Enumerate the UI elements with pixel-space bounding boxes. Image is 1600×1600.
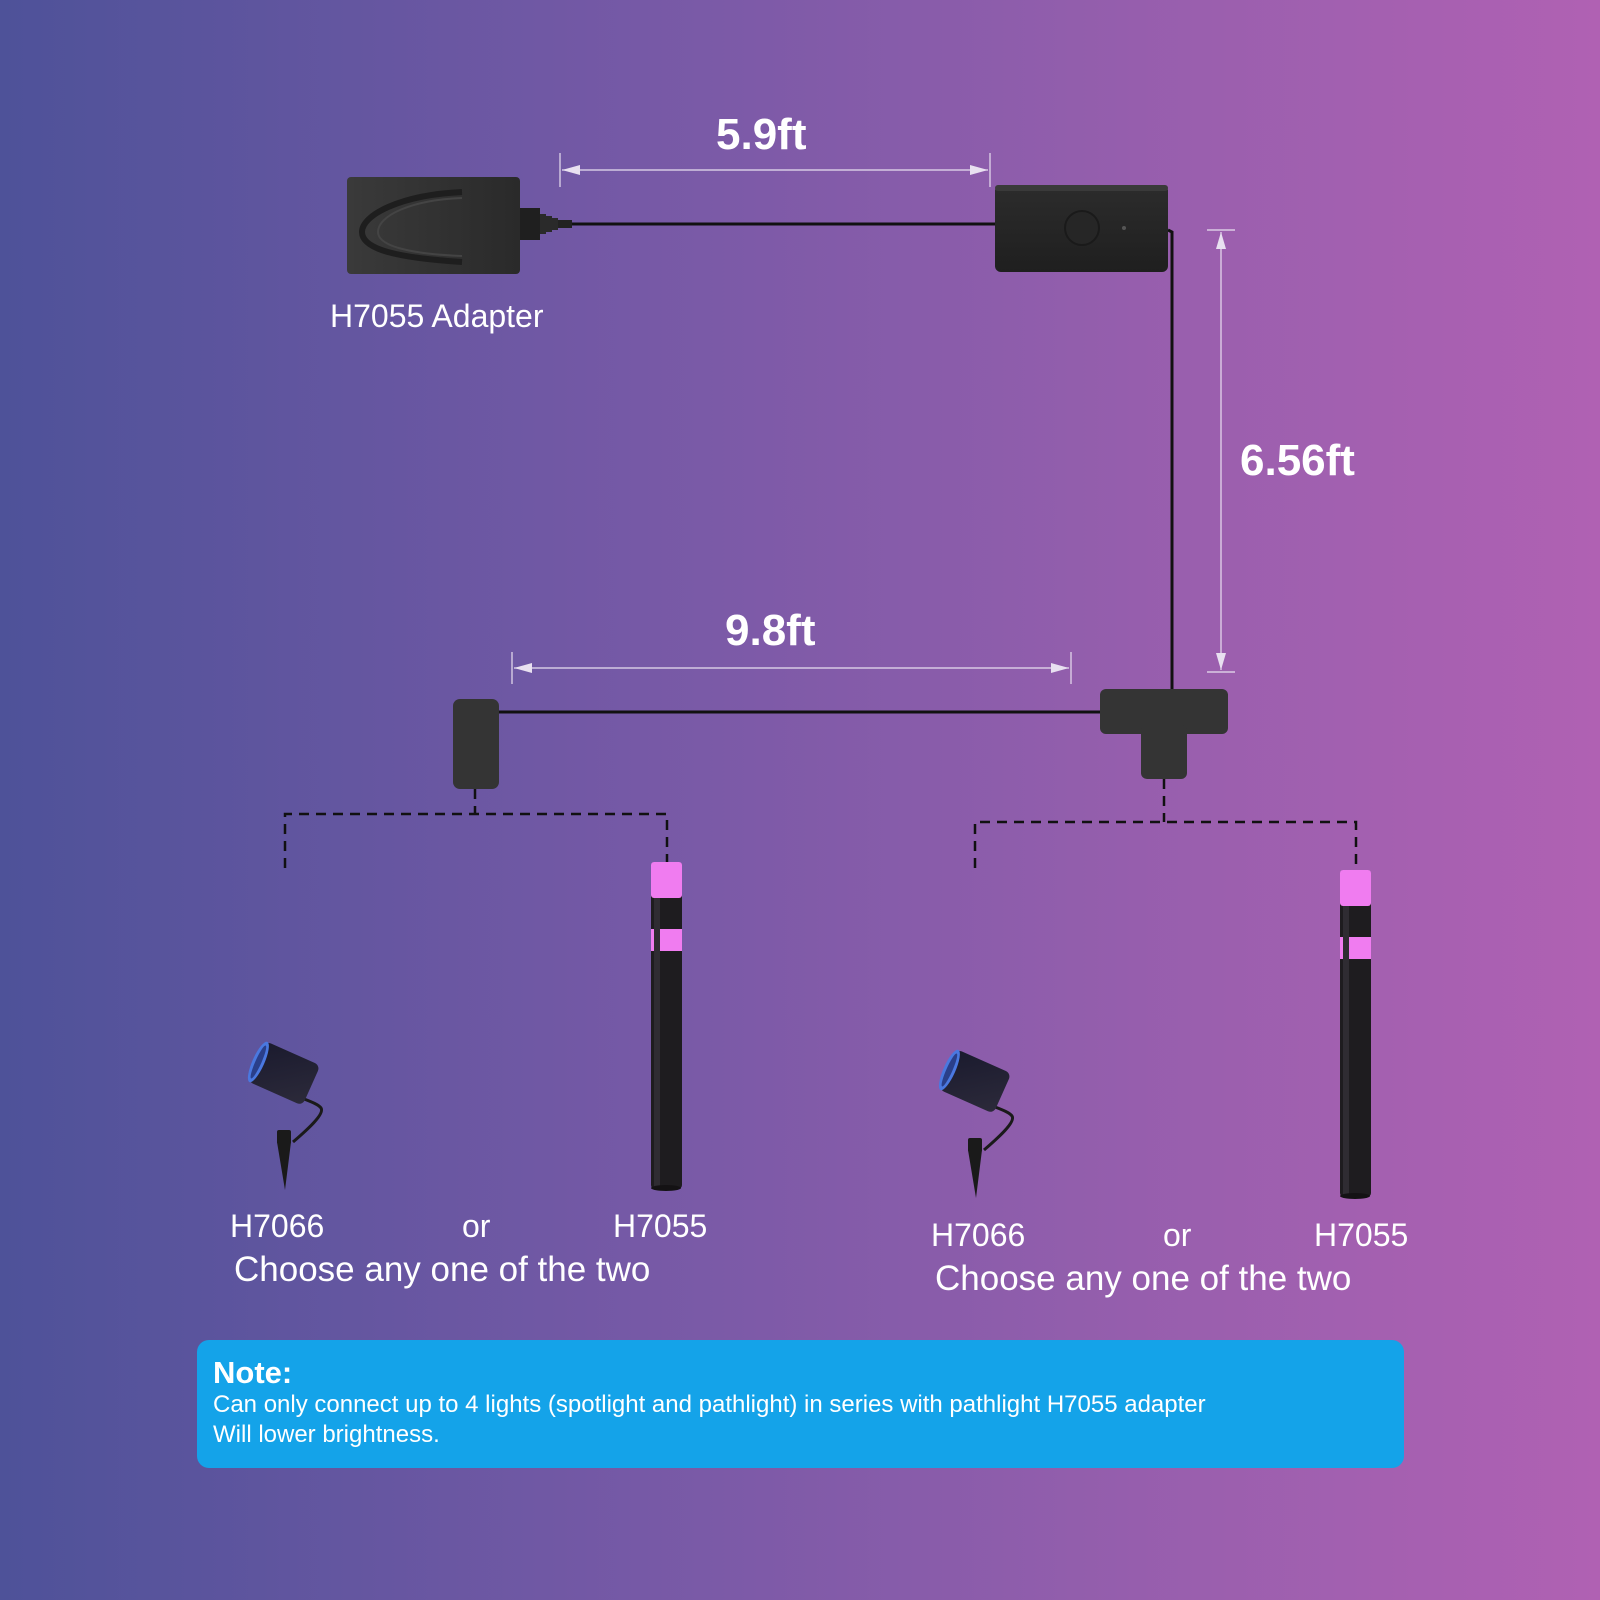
right-or-label: or bbox=[1163, 1217, 1192, 1253]
end-connector-icon bbox=[453, 699, 499, 789]
dimension-adapter-to-controller: 5.9ft bbox=[716, 110, 807, 159]
cable-vertical bbox=[1167, 228, 1174, 690]
left-or-label: or bbox=[462, 1208, 491, 1244]
adapter-label: H7055 Adapter bbox=[330, 298, 544, 334]
dimension-vertical-run: 6.56ft bbox=[1240, 436, 1355, 485]
left-option-a-label: H7066 bbox=[230, 1208, 325, 1244]
dashed-branches bbox=[283, 779, 1358, 870]
right-option-b-label: H7055 bbox=[1314, 1217, 1409, 1253]
pathlight-icon bbox=[651, 862, 682, 1191]
spotlight-icon bbox=[247, 1041, 323, 1190]
cables bbox=[498, 222, 1174, 714]
left-caption: Choose any one of the two bbox=[234, 1250, 651, 1289]
left-option-b-label: H7055 bbox=[613, 1208, 708, 1244]
controller-box-icon bbox=[995, 185, 1168, 272]
dimension-lines bbox=[511, 153, 1235, 684]
note-text-line-1: Can only connect up to 4 lights (spotlig… bbox=[213, 1391, 1206, 1418]
power-adapter-icon bbox=[347, 177, 572, 274]
note-box: Note: Can only connect up to 4 lights (s… bbox=[197, 1340, 1404, 1468]
right-caption: Choose any one of the two bbox=[935, 1259, 1352, 1298]
t-connector-icon bbox=[1100, 689, 1228, 779]
pathlight-icon bbox=[1340, 870, 1371, 1199]
spotlight-icon bbox=[938, 1049, 1014, 1198]
note-title: Note: bbox=[213, 1355, 293, 1390]
dimension-branch-run: 9.8ft bbox=[725, 606, 816, 655]
right-option-a-label: H7066 bbox=[931, 1217, 1026, 1253]
note-text-line-2: Will lower brightness. bbox=[213, 1421, 440, 1448]
